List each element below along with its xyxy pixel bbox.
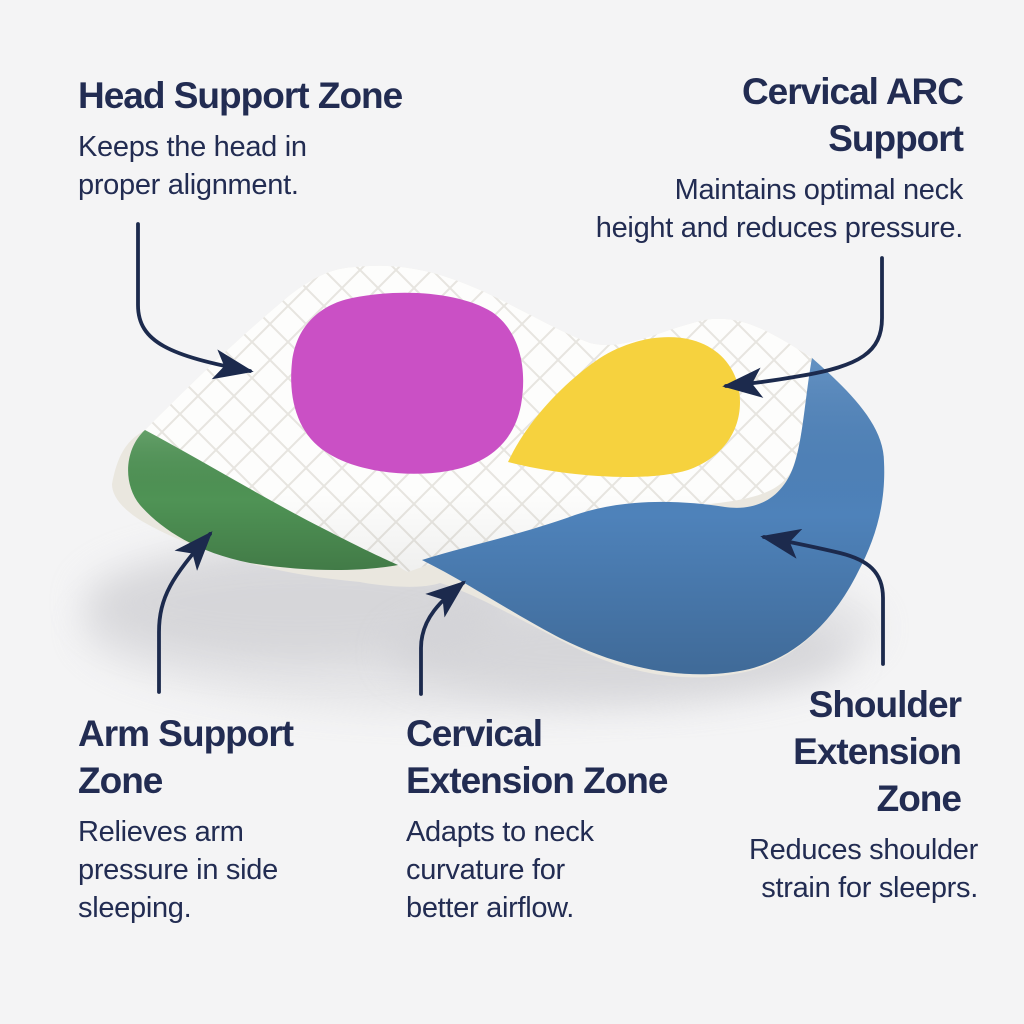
- shoulder-extension-desc: Reduces shoulder strain for sleeprs.: [749, 834, 978, 904]
- head-support-arrow: [136, 222, 254, 380]
- cervical-arc-arrow: [722, 256, 884, 398]
- cervical-extension-label: Cervical Extension Zone Adapts to neck c…: [406, 710, 668, 927]
- shoulder-extension-title: Shoulder Extension Zone: [793, 684, 962, 819]
- shoulder-extension-arrow: [760, 528, 885, 666]
- cervical-arc-desc: Maintains optimal neck height and reduce…: [595, 174, 964, 244]
- cervical-extension-arrow: [419, 580, 466, 696]
- arm-support-label: Arm Support Zone Relieves arm pressure i…: [78, 710, 294, 927]
- head-support-desc: Keeps the head in proper alignment.: [78, 131, 307, 201]
- cervical-arc-zone-area: [508, 337, 740, 477]
- extension-zone-area: [422, 358, 885, 675]
- head-support-zone-area: [291, 292, 524, 474]
- shoulder-extension-label: Shoulder Extension Zone Reduces shoulder…: [749, 681, 978, 907]
- cervical-arc-label: Cervical ARC Support Maintains optimal n…: [595, 68, 964, 247]
- callout-arrows: [136, 222, 885, 696]
- cervical-extension-desc: Adapts to neck curvature for better airf…: [406, 816, 594, 924]
- head-support-title: Head Support Zone: [78, 75, 403, 116]
- arm-support-arrow: [157, 531, 213, 694]
- arm-support-desc: Relieves arm pressure in side sleeping.: [78, 816, 278, 924]
- cervical-extension-title: Cervical Extension Zone: [406, 713, 668, 801]
- arm-support-title: Arm Support Zone: [78, 713, 294, 801]
- head-support-label: Head Support Zone Keeps the head in prop…: [78, 72, 403, 204]
- cervical-arc-title: Cervical ARC Support: [741, 71, 964, 159]
